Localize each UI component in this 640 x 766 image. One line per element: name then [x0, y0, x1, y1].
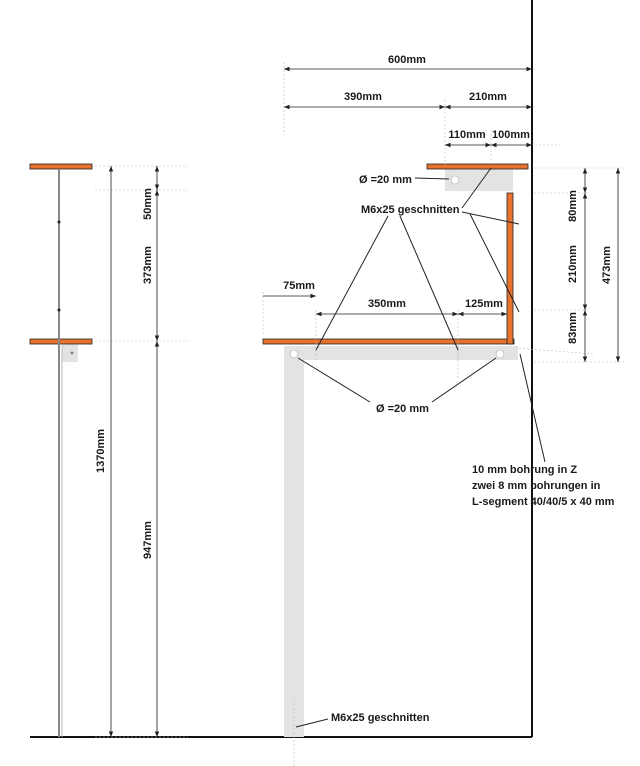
leader-bottom-screw: [295, 718, 329, 728]
dim-473-label: 473mm: [601, 246, 613, 284]
dim-100-label: 100mm: [492, 129, 530, 141]
left-small-bracket: [62, 344, 78, 362]
support-post: [284, 346, 304, 737]
dim-50-label: 50mm: [142, 188, 154, 220]
dim-1370-label: 1370mm: [95, 429, 107, 473]
label-screws: M6x25 geschnitten: [361, 204, 460, 216]
label-hole-bottom: Ø =20 mm: [376, 403, 429, 415]
leader-screw-4: [461, 167, 492, 209]
label-hole-top: Ø =20 mm: [359, 174, 412, 186]
dim-390-label: 390mm: [344, 91, 382, 103]
dim-210v-label: 210mm: [567, 245, 579, 283]
leader-hole-right: [431, 357, 497, 403]
hole-left-small: [70, 351, 74, 355]
vertical-panel: [506, 192, 514, 345]
dim-110-label: 110mm: [448, 129, 486, 141]
left-mid-shelf: [29, 338, 93, 345]
hole-left-circle: [289, 349, 299, 359]
leader-hole-left: [297, 357, 371, 403]
leader-hole-top: [414, 177, 450, 180]
dim-947-label: 947mm: [142, 521, 154, 559]
hole-top-circle: [450, 175, 460, 185]
dim-600-label: 600mm: [388, 54, 426, 66]
leader-screw-2: [399, 215, 459, 351]
left-top-shelf: [29, 163, 93, 170]
hole-right-circle: [495, 349, 505, 359]
rod-marker-1: [57, 220, 61, 224]
upper-shelf: [426, 163, 529, 170]
leader-screw-5: [469, 213, 520, 313]
label-bore-1: 10 mm bohrung in Z: [472, 464, 577, 476]
rod-marker-2: [57, 308, 61, 312]
dim-373-label: 373mm: [142, 246, 154, 284]
dim-80-label: 80mm: [567, 190, 579, 222]
lower-shelf: [262, 338, 515, 345]
support-bar: [284, 346, 518, 360]
label-bottom-screw: M6x25 geschnitten: [331, 712, 430, 724]
leader-bore: [519, 353, 546, 463]
label-bore-2: zwei 8 mm bohrungen in: [472, 480, 601, 492]
leader-screw-3: [461, 211, 520, 225]
dim-83-label: 83mm: [567, 312, 579, 344]
upper-bracket: [445, 169, 513, 191]
dim-125-label: 125mm: [465, 298, 503, 310]
dim-350-label: 350mm: [368, 298, 406, 310]
label-bore-3: L-segment 40/40/5 x 40 mm: [472, 496, 615, 508]
leader-screw-1: [315, 215, 389, 351]
dim-210-label: 210mm: [469, 91, 507, 103]
ext-line-19: [514, 347, 595, 355]
dim-75-label: 75mm: [283, 280, 315, 292]
